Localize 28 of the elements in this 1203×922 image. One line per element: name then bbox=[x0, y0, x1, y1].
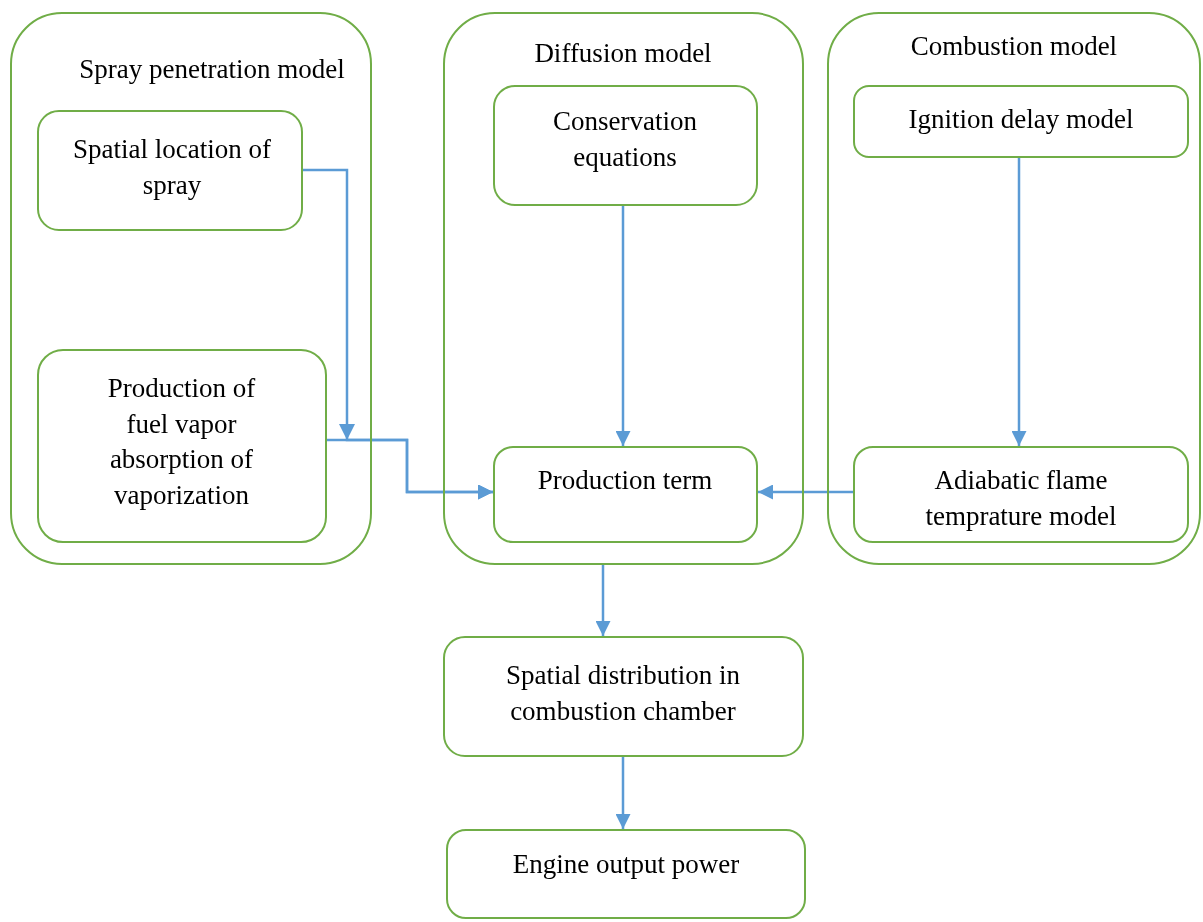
box-label: Spatial location of spray bbox=[72, 133, 272, 202]
group-heading: Diffusion model bbox=[533, 37, 713, 70]
process-box bbox=[493, 446, 758, 543]
group-heading: Combustion model bbox=[909, 30, 1119, 63]
group-box bbox=[827, 12, 1201, 565]
process-box bbox=[443, 636, 804, 757]
arrow bbox=[758, 484, 853, 500]
box-label: Engine output power bbox=[511, 848, 741, 881]
process-box bbox=[493, 85, 758, 206]
arrow bbox=[615, 757, 631, 829]
process-box bbox=[37, 349, 327, 543]
process-box bbox=[446, 829, 806, 919]
box-label: Production term bbox=[536, 464, 714, 497]
arrow bbox=[615, 206, 631, 446]
arrow bbox=[1011, 158, 1027, 446]
box-label: Adiabatic flame temprature model bbox=[924, 464, 1118, 533]
box-label: Production of fuel vapor absorption of vaporization bbox=[106, 372, 257, 512]
arrow bbox=[595, 565, 611, 636]
group-box bbox=[443, 12, 804, 565]
box-label: Spatial distribution in combustion chamber bbox=[505, 659, 741, 728]
box-label: Ignition delay model bbox=[907, 103, 1135, 136]
group-heading: Spray penetration model bbox=[78, 53, 346, 86]
process-box bbox=[853, 446, 1189, 543]
group-box bbox=[10, 12, 372, 565]
process-box bbox=[37, 110, 303, 231]
arrow bbox=[327, 438, 493, 500]
process-box bbox=[853, 85, 1189, 158]
box-label: Conservation equations bbox=[552, 105, 698, 174]
